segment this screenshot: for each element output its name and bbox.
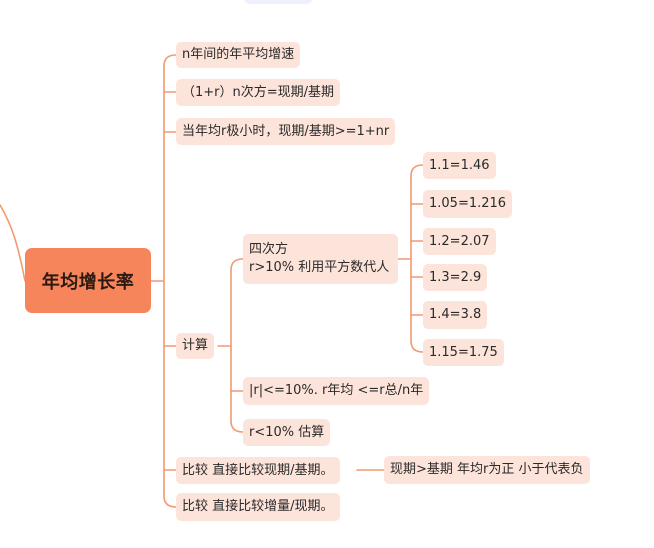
offscreen-node-edge [244,0,312,4]
branch-node-formula[interactable]: （1+r）n次方=现期/基期 [176,79,341,106]
branch-node-approximation[interactable]: 当年均r极小时，现期/基期>=1+nr [176,118,396,145]
power-node-6[interactable]: 1.15=1.75 [423,339,504,366]
root-node[interactable]: 年均增长率 [25,248,151,313]
calc-node-estimate[interactable]: r<10% 估算 [243,419,331,446]
power-node-4[interactable]: 1.3=2.9 [423,264,488,291]
calc-node-fourth-power-detail: r>10% 利用平方数代人 [249,260,390,275]
power-node-3[interactable]: 1.2=2.07 [423,228,496,255]
power-node-5[interactable]: 1.4=3.8 [423,301,488,329]
calc-node-fourth-power-title: 四次方 [249,242,289,257]
calc-node-small-rate[interactable]: |r|<=10%. r年均 <=r总/n年 [243,377,430,405]
power-node-1[interactable]: 1.1=1.46 [423,152,496,179]
compare-note-node[interactable]: 现期>基期 年均r为正 小于代表负 [384,456,590,484]
branch-node-annual-average[interactable]: n年间的年平均增速 [176,42,301,68]
calc-node-fourth-power[interactable]: 四次方 r>10% 利用平方数代人 [243,234,398,284]
power-node-2[interactable]: 1.05=1.216 [423,190,513,218]
branch-node-calculation[interactable]: 计算 [176,333,215,359]
branch-node-compare-increment[interactable]: 比较 直接比较增量/现期。 [176,493,340,521]
branch-node-compare-ratio[interactable]: 比较 直接比较现期/基期。 [176,457,340,484]
